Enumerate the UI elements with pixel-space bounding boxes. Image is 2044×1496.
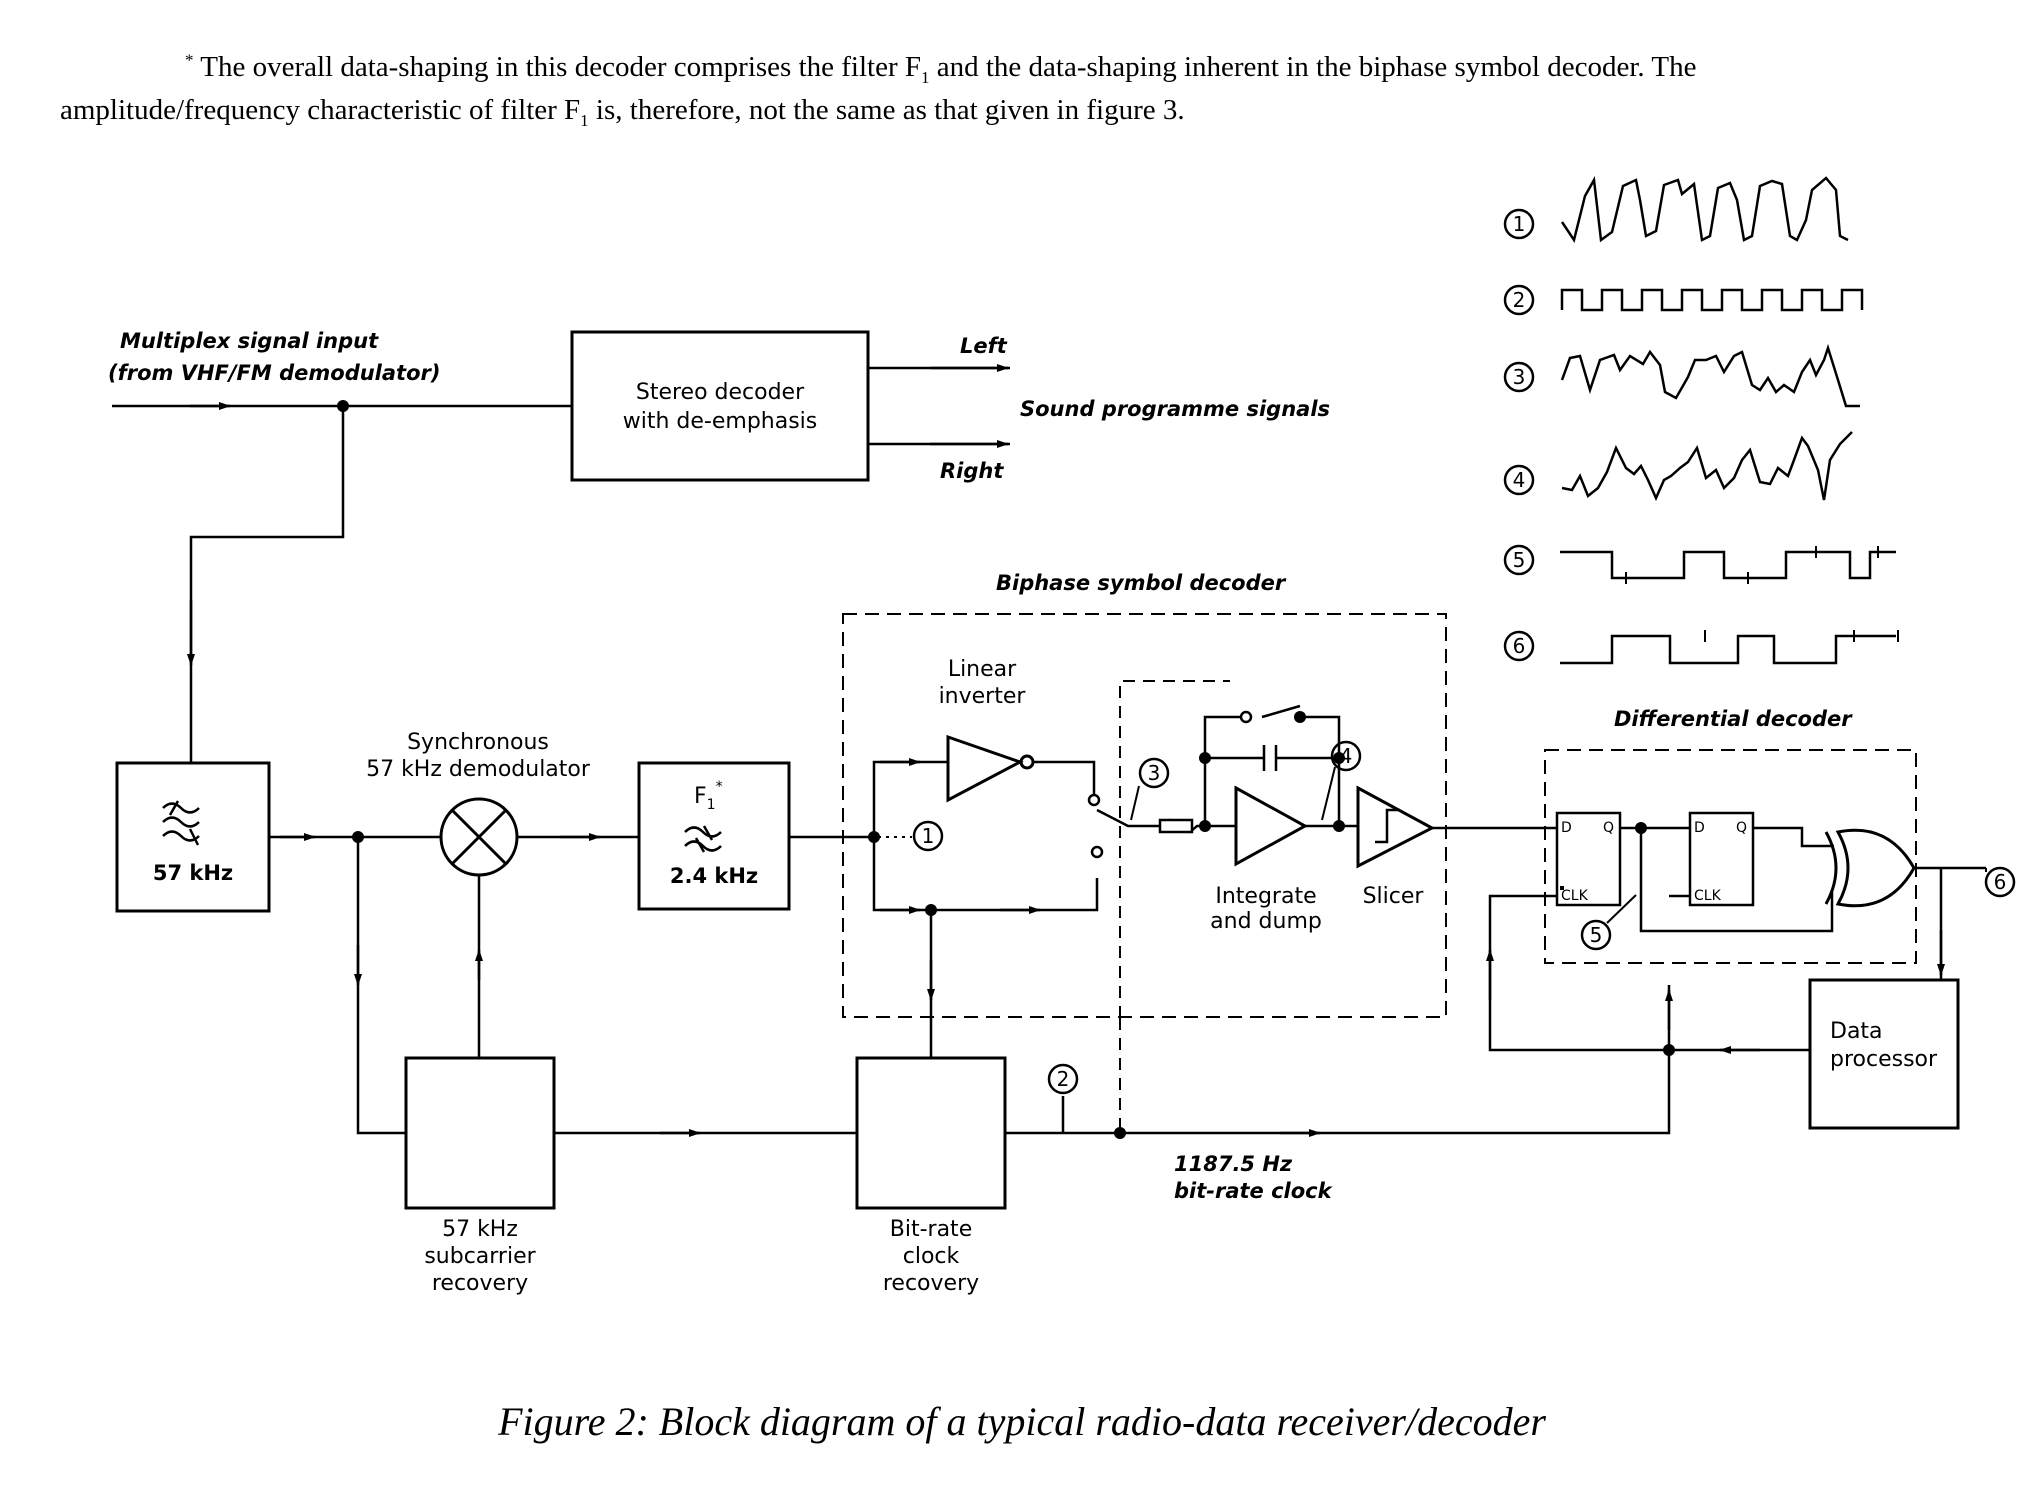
ff2-clk: CLK <box>1694 888 1722 904</box>
marker-1-legend: 1 <box>1513 212 1526 236</box>
figure-caption: Figure 2: Block diagram of a typical rad… <box>498 1399 1546 1444</box>
integrator-symbol <box>1234 785 1309 867</box>
waveform-6-ticks <box>1704 630 1899 642</box>
integrate-label-2: and dump <box>1210 909 1322 934</box>
junction-dots <box>337 400 1675 1139</box>
footnote-line1-end: and the data-shaping inherent in the bip… <box>929 51 1697 83</box>
marker-circles <box>912 208 2016 1095</box>
differential-decoder-boundary <box>1544 749 1917 964</box>
marker-4-legend: 4 <box>1513 468 1526 492</box>
xor-gate-extra-arc <box>1824 831 1838 905</box>
filter-57khz-label: 57 kHz <box>153 861 233 885</box>
arrowheads <box>187 364 1945 1137</box>
waveform-3 <box>1560 343 1860 408</box>
subcarrier-recovery-block <box>404 1056 556 1210</box>
sync-demod-label-2: 57 kHz demodulator <box>366 757 591 782</box>
integrate-dump-boundary <box>1119 680 1230 1018</box>
clk-fill-1 <box>1560 886 1564 890</box>
bitrate-label-2: clock <box>903 1244 960 1269</box>
slicer-step-icon <box>1375 808 1400 844</box>
data-processor-label-1: Data <box>1830 1019 1883 1044</box>
ff2-d: D <box>1694 820 1705 836</box>
marker-5-tap: 5 <box>1590 923 1603 947</box>
marker-6-legend: 6 <box>1513 634 1526 658</box>
waveforms <box>1560 176 1899 665</box>
integrate-label-1: Integrate <box>1215 884 1316 909</box>
marker-2-tap: 2 <box>1057 1067 1070 1091</box>
resistor <box>1158 818 1194 834</box>
input-label-1: Multiplex signal input <box>120 329 379 353</box>
flip-flop-1 <box>1555 811 1622 907</box>
marker-4-tap: 4 <box>1340 744 1353 768</box>
bandpass-wave-icon <box>162 800 200 846</box>
flip-flop-2 <box>1688 811 1755 907</box>
waveform-5 <box>1560 550 1896 580</box>
clock-label-2: bit-rate clock <box>1174 1179 1334 1203</box>
ff2-q: Q <box>1736 820 1747 836</box>
ff1-clk: CLK <box>1561 888 1589 904</box>
differential-decoder-title: Differential decoder <box>1614 707 1853 731</box>
stereo-decoder-label-2: with de-emphasis <box>623 409 818 434</box>
clock-label-1: 1187.5 Hz <box>1174 1152 1293 1176</box>
mixer-cross <box>450 808 508 866</box>
subcarrier-label-2: subcarrier <box>424 1244 536 1269</box>
subcarrier-label-1: 57 kHz <box>442 1217 518 1242</box>
marker-3-tap: 3 <box>1148 761 1161 785</box>
biphase-decoder-boundary <box>842 613 1447 1018</box>
waveform-4 <box>1561 431 1853 502</box>
biphase-title: Biphase symbol decoder <box>996 571 1287 595</box>
data-processor-block <box>1808 978 1960 1130</box>
lowpass-wave-icon <box>684 825 722 853</box>
waveform-6 <box>1560 634 1896 665</box>
waveform-5-ticks <box>1625 546 1879 584</box>
bit-rate-clock-recovery-block <box>855 1056 1007 1210</box>
bitrate-label-3: recovery <box>883 1271 979 1296</box>
input-label-2: (from VHF/FM demodulator) <box>108 361 440 385</box>
stereo-decoder-label-1: Stereo decoder <box>636 380 805 405</box>
xor-gate-symbol <box>1835 828 1916 908</box>
footnote-line2: amplitude/frequency characteristic of fi… <box>60 94 581 126</box>
left-label: Left <box>960 334 1008 358</box>
footnote-sub1: 1 <box>921 67 930 87</box>
marker-1-tap: 1 <box>922 824 935 848</box>
stereo-decoder-block <box>570 330 870 482</box>
footnote-line2-end: is, therefore, not the same as that give… <box>588 94 1185 126</box>
linear-inverter-symbol <box>946 734 1024 803</box>
slicer-label: Slicer <box>1363 884 1425 909</box>
marker-3-legend: 3 <box>1513 365 1526 389</box>
footnote-marker: * <box>185 50 194 70</box>
slicer-symbol <box>1356 785 1436 869</box>
subcarrier-label-3: recovery <box>432 1271 528 1296</box>
filter-24khz-label: 2.4 kHz <box>670 864 758 888</box>
footnote-sub2: 1 <box>580 110 589 130</box>
switch-contacts <box>1087 710 1253 859</box>
data-processor-label-2: processor <box>1830 1047 1938 1072</box>
marker-6-tap: 6 <box>1994 870 2007 894</box>
footnote-line1: The overall data-shaping in this decoder… <box>200 51 921 83</box>
bitrate-label-1: Bit-rate <box>890 1217 972 1242</box>
linear-inverter-label-1: Linear <box>948 657 1017 682</box>
marker-leaders <box>1130 766 1987 924</box>
sync-demod-label-1: Synchronous <box>407 730 549 755</box>
ff1-d: D <box>1561 820 1572 836</box>
linear-inverter-label-2: inverter <box>939 684 1027 709</box>
sound-signals-label: Sound programme signals <box>1020 397 1330 421</box>
marker-2-legend: 2 <box>1513 288 1526 312</box>
f1-label: F1* <box>694 779 723 813</box>
right-label: Right <box>940 459 1004 483</box>
ff1-q: Q <box>1603 820 1614 836</box>
waveform-1 <box>1560 176 1849 244</box>
footnote: * The overall data-shaping in this decod… <box>60 46 1990 132</box>
marker-5-legend: 5 <box>1513 548 1526 572</box>
waveform-2 <box>1560 288 1864 312</box>
